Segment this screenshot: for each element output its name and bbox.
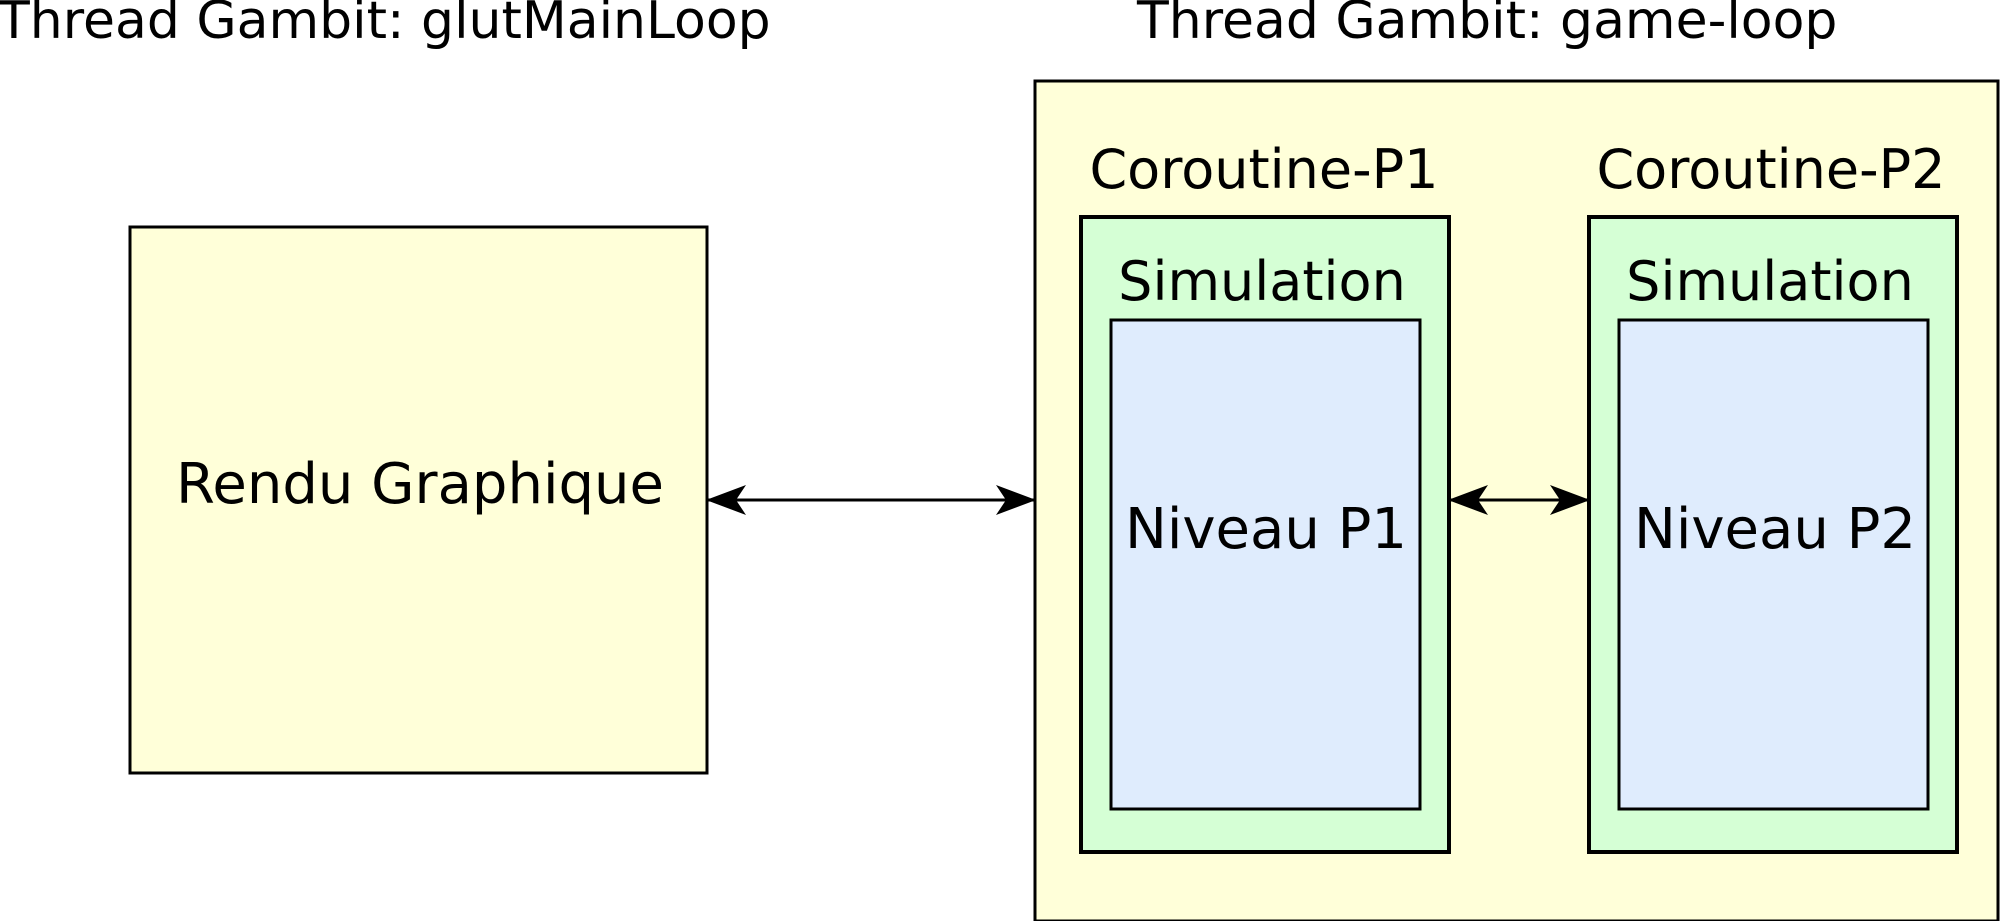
- coroutine-p2-title: Coroutine-P2: [1596, 138, 1945, 201]
- rendering-label: Rendu Graphique: [176, 452, 664, 517]
- level-p2-label: Niveau P2: [1634, 497, 1916, 562]
- rendering-box: [128, 225, 709, 775]
- simulation-p2-label: Simulation: [1626, 250, 1914, 313]
- level-p1-label: Niveau P1: [1125, 497, 1407, 562]
- level-p1-box: [1109, 318, 1422, 811]
- coroutine-p1-title: Coroutine-P1: [1089, 138, 1438, 201]
- thread-main-title: Thread Gambit: glutMainLoop: [0, 0, 771, 51]
- simulation-p1-label: Simulation: [1118, 250, 1406, 313]
- level-p2-box: [1617, 318, 1930, 811]
- thread-game-title: Thread Gambit: game-loop: [1136, 0, 1837, 51]
